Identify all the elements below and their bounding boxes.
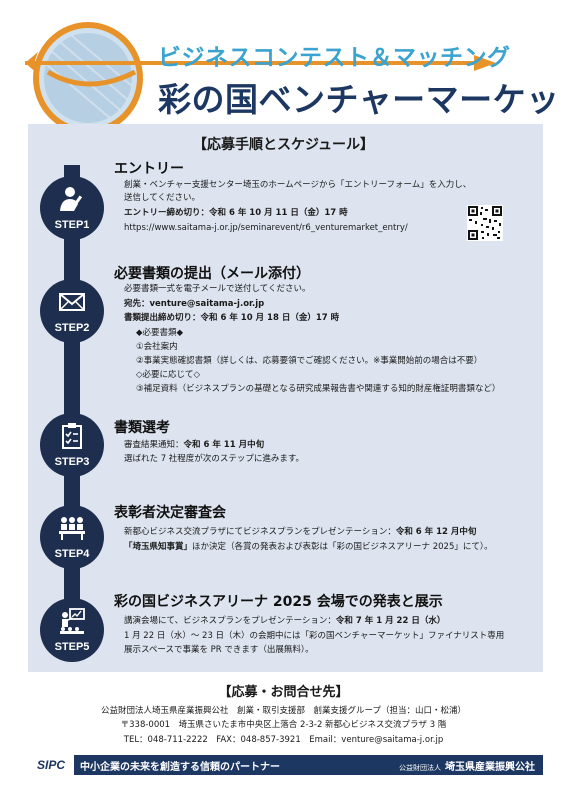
step4-title: 表彰者決定審査会 — [114, 505, 226, 521]
presenter-icon — [60, 608, 85, 634]
step5-line3: 展示スペースで事業を PR できます（出展無料）。 — [124, 645, 314, 655]
step2-item1: ①会社案内 — [136, 342, 178, 352]
contact-org: 公益財団法人埼玉県産業振興公社 創業・取引支援部 創業支援グループ（担当：山口・… — [101, 706, 466, 716]
step1-line1: 創業・ベンチャー支援センター埼玉のホームページから「エントリーフォーム」を入力し… — [124, 180, 472, 190]
footer-org: 公益財団法人埼玉県産業振興公社 — [399, 758, 535, 773]
step2-required-header: ◆必要書類◆ — [136, 328, 184, 338]
clipboard-icon — [62, 423, 82, 449]
step2-badge: STEP2 — [40, 279, 104, 343]
step4-award: 「埼玉県知事賞」 — [124, 542, 193, 552]
step4-label: STEP4 — [54, 548, 90, 560]
contact-heading: 【応募・お問合せ先】 — [218, 685, 349, 700]
egg-arrow-logo — [25, 22, 496, 134]
schedule-panel — [28, 124, 543, 672]
step5-line1-value: 令和 7 年 1 月 22 日（水） — [335, 616, 446, 626]
step5-line2: 1 月 22 日（水）～ 23 日（木）の会期中には「彩の国ベンチャーマーケット… — [124, 631, 505, 641]
person-writing-icon — [60, 187, 83, 211]
step3-line2: 選ばれた 7 社程度が次のステップに進みます。 — [124, 454, 304, 464]
step3-line1-prefix: 審査結果通知： — [124, 440, 184, 450]
step1-deadline: エントリー締め切り：令和 6 年 10 月 11 日（金）17 時 — [124, 208, 348, 218]
step3-badge: STEP3 — [40, 413, 104, 477]
step5-badge: STEP5 — [40, 598, 104, 662]
step1-label: STEP1 — [54, 219, 90, 231]
step4-line1: 新都心ビジネス交流プラザにてビジネスプランをプレゼンテーション：令和 6 年 1… — [124, 526, 476, 539]
schedule-heading: 【応募手順とスケジュール】 — [192, 137, 375, 153]
step3-title: 書類選考 — [114, 420, 170, 436]
step1-title: エントリー — [114, 161, 184, 177]
step4-line2: 「埼玉県知事賞」ほか決定（各賞の発表および表彰は「彩の国ビジネスアリーナ 202… — [124, 541, 493, 554]
step2-item3: ◇必要に応じて◇ — [136, 370, 201, 380]
contact-phone-email[interactable]: TEL：048-711-2222 FAX：048-857-3921 Email：… — [123, 735, 444, 745]
step2-deadline: 書類提出締め切り：令和 6 年 10 月 18 日（金）17 時 — [124, 313, 340, 323]
header-graphic — [25, 22, 496, 134]
footer-bar: SIPC 中小企業の未来を創造する信頼のパートナー 公益財団法人埼玉県産業振興公… — [28, 755, 543, 775]
step5-title: 彩の国ビジネスアリーナ 2025 会場での発表と展示 — [114, 594, 443, 610]
qr-code-icon[interactable] — [467, 205, 503, 241]
step3-line1: 審査結果通知：令和 6 年 11 月中旬 — [124, 439, 264, 452]
footer-tagline: 中小企業の未来を創造する信頼のパートナー — [80, 762, 280, 773]
header-title-line2: 彩の国ベンチャーマーケット — [158, 80, 567, 119]
step3-line1-value: 令和 6 年 11 月中旬 — [183, 440, 265, 450]
step1-badge: STEP1 — [40, 176, 104, 240]
step2-to[interactable]: 宛先：venture@saitama-j.or.jp — [124, 299, 265, 309]
step2-item2: ②事業実態確認書類（詳しくは、応募要領でご確認ください。※事業開始前の場合は不要… — [136, 356, 483, 366]
step2-intro: 必要書類一式を電子メールで送付してください。 — [124, 284, 311, 294]
step2-item4: ③補足資料（ビジネスプランの基礎となる研究成果報告書や関連する知的財産権証明書類… — [136, 384, 501, 394]
step2-label: STEP2 — [54, 322, 90, 334]
sipc-logo: SIPC — [28, 755, 74, 775]
step1-url[interactable]: https://www.saitama-j.or.jp/seminarevent… — [124, 223, 408, 233]
audience-icon — [59, 517, 85, 540]
header-title-line1: ビジネスコンテスト＆マッチング — [158, 45, 511, 71]
step5-line1-prefix: 講演会場にて、ビジネスプランをプレゼンテーション： — [124, 616, 336, 626]
footer-org-name: 埼玉県産業振興公社 — [445, 762, 535, 773]
contact-address: 〒338-0001 埼玉県さいたま市中央区上落合 2-3-2 新都心ビジネス交流… — [120, 720, 447, 730]
step5-line1: 講演会場にて、ビジネスプランをプレゼンテーション：令和 7 年 1 月 22 日… — [124, 615, 445, 628]
step4-line1-prefix: 新都心ビジネス交流プラザにてビジネスプランをプレゼンテーション： — [124, 527, 396, 537]
envelope-icon — [59, 293, 85, 311]
step3-label: STEP3 — [54, 456, 90, 468]
step4-line1-value: 令和 6 年 12 月中旬 — [395, 527, 477, 537]
step1-line2: 送信してください。 — [124, 193, 200, 203]
step5-label: STEP5 — [54, 641, 90, 653]
step4-line2-rest: ほか決定（各賞の発表および表彰は「彩の国ビジネスアリーナ 2025」にて）。 — [192, 542, 493, 552]
footer-org-prefix: 公益財団法人 — [399, 764, 441, 772]
step4-badge: STEP4 — [40, 505, 104, 569]
step2-title: 必要書類の提出（メール添付） — [114, 266, 310, 282]
